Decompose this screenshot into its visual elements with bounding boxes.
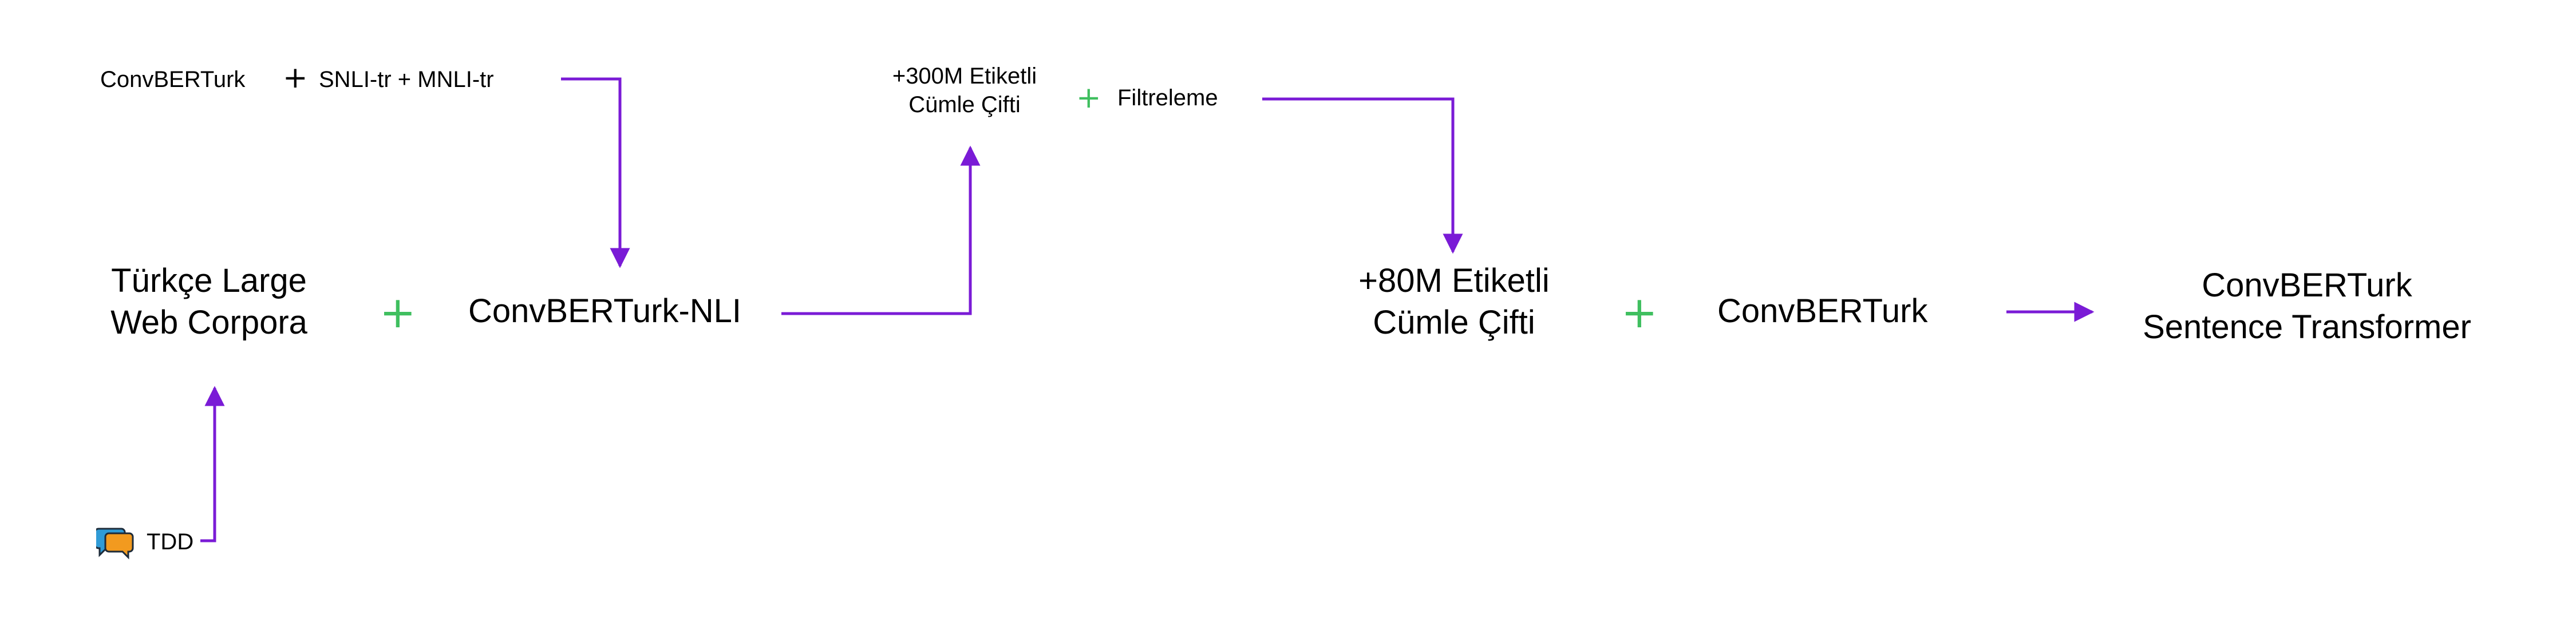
tdd-label: TDD bbox=[147, 529, 194, 554]
result-line2: Sentence Transformer bbox=[2143, 308, 2471, 346]
nli-base-model-label: ConvBERTurk bbox=[100, 67, 246, 92]
nli-model-label: ConvBERTurk-NLI bbox=[468, 292, 742, 330]
sentence-transformer-label: ConvBERTurk Sentence Transformer bbox=[2118, 265, 2496, 348]
plus-icon: + bbox=[1621, 287, 1658, 338]
filter-label: Filtreleme bbox=[1117, 85, 1218, 110]
plus-icon: + bbox=[283, 61, 308, 95]
80m-pairs-line2: Cümle Çifti bbox=[1373, 303, 1535, 341]
300m-pairs-line1: +300M Etiketli bbox=[892, 64, 1037, 89]
nli-datasets-label: SNLI-tr + MNLI-tr bbox=[319, 67, 494, 92]
plus-icon: + bbox=[380, 287, 416, 338]
arrow-tdd-to-corpora bbox=[200, 386, 225, 542]
chat-bubbles-icon bbox=[96, 528, 134, 560]
80m-sentence-pairs-label: +80M Etiketli Cümle Çifti bbox=[1322, 260, 1586, 343]
plus-icon: + bbox=[1076, 81, 1101, 115]
base-model-label: ConvBERTurk bbox=[1717, 292, 1928, 330]
80m-pairs-line1: +80M Etiketli bbox=[1358, 262, 1550, 299]
arrow-nli-model-to-300m-pairs bbox=[781, 145, 981, 315]
turkish-web-corpora-label: Türkçe Large Web Corpora bbox=[83, 260, 335, 343]
300m-pairs-line2: Cümle Çifti bbox=[908, 92, 1021, 117]
arrow-filter-to-80m-pairs bbox=[1262, 97, 1463, 254]
300m-sentence-pairs-label: +300M Etiketli Cümle Çifti bbox=[867, 62, 1062, 119]
corpora-line2: Web Corpora bbox=[110, 303, 307, 341]
arrow-nli-training-to-nli-model bbox=[561, 77, 630, 268]
corpora-line1: Türkçe Large bbox=[111, 262, 307, 299]
result-line1: ConvBERTurk bbox=[2202, 267, 2412, 304]
